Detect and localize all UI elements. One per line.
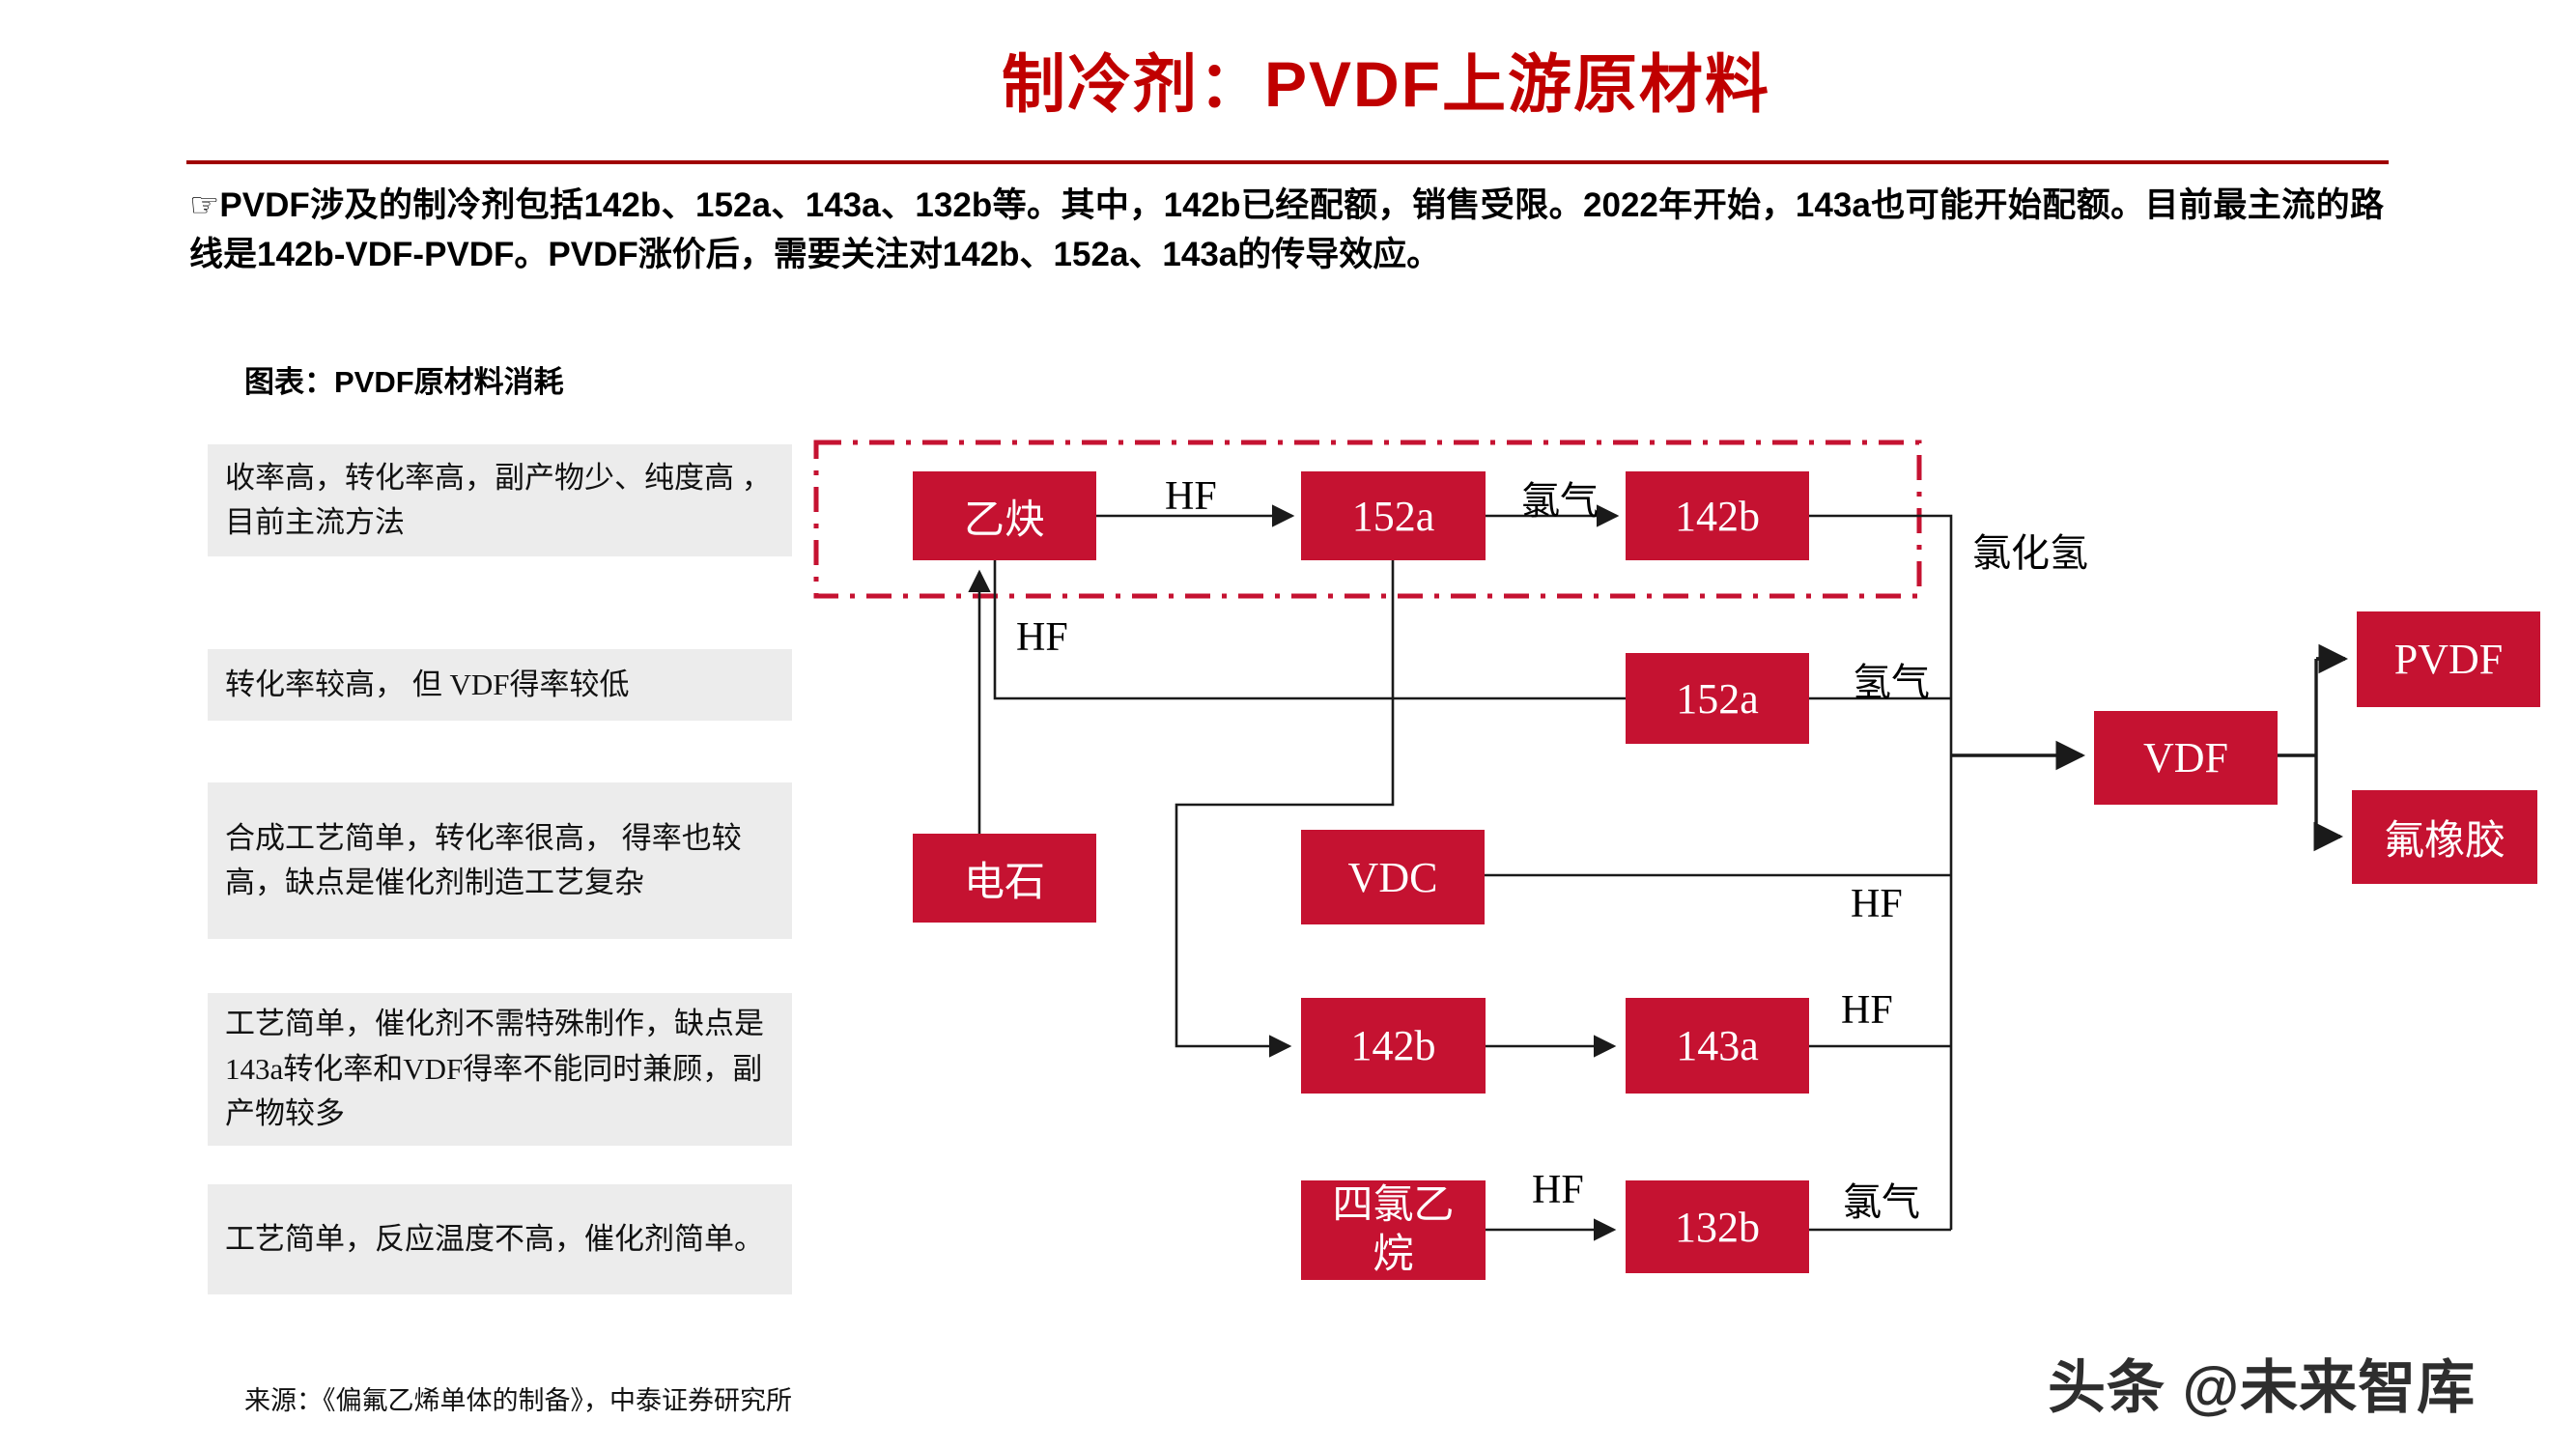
- edge-label-cl2-132b: 氯气: [1843, 1180, 1920, 1224]
- node-142b-top: 142b: [1626, 471, 1809, 560]
- page-title: 制冷剂：PVDF上游原材料: [1001, 48, 1771, 120]
- node-143a: 143a: [1626, 998, 1809, 1094]
- note-synthesis: 合成工艺简单，转化率很高， 得率也较高，缺点是催化剂制造工艺复杂: [208, 782, 792, 939]
- source-citation: 来源：《偏氟乙烯单体的制备》，中泰证券研究所: [244, 1386, 792, 1415]
- edge-label-hf-vdc: HF: [1851, 882, 1903, 926]
- watermark-toutiao: 头条 @未来智库: [2048, 1355, 2477, 1420]
- note-catalyst: 工艺简单，催化剂不需特殊制作，缺点是143a转化率和VDF得率不能同时兼顾，副产…: [208, 993, 792, 1146]
- note-text: 工艺简单，反应温度不高，催化剂简单。: [225, 1221, 764, 1256]
- node-tetrachloroethane: 四氯乙烷: [1301, 1180, 1486, 1280]
- node-142b-lower: 142b: [1301, 998, 1486, 1094]
- edge-label-hf-top: HF: [1165, 474, 1217, 519]
- figure-caption: 图表：PVDF原材料消耗: [244, 365, 564, 399]
- note-text: 收率高，转化率高，副产物少、纯度高 ，目前主流方法: [225, 460, 772, 540]
- edge-label-hcl: 氯化氢: [1972, 531, 2088, 575]
- note-main-route: 收率高，转化率高，副产物少、纯度高 ，目前主流方法: [208, 444, 792, 556]
- node-152a-mid: 152a: [1626, 653, 1809, 744]
- note-text: 转化率较高， 但 VDF得率较低: [225, 667, 630, 701]
- node-vdf: VDF: [2094, 711, 2278, 805]
- node-vdc: VDC: [1301, 830, 1485, 924]
- node-fluororubber: 氟橡胶: [2352, 790, 2537, 884]
- edge-label-cl2-top: 氯气: [1521, 479, 1599, 523]
- intro-paragraph: ☞PVDF涉及的制冷剂包括142b、152a、143a、132b等。其中，142…: [189, 182, 2384, 280]
- node-152a-top: 152a: [1301, 471, 1486, 560]
- note-text: 工艺简单，催化剂不需特殊制作，缺点是143a转化率和VDF得率不能同时兼顾，副产…: [225, 1007, 764, 1131]
- edge-label-hf-143a: HF: [1841, 988, 1893, 1033]
- edge-label-h2: 氢气: [1853, 661, 1930, 704]
- note-conversion: 转化率较高， 但 VDF得率较低: [208, 649, 792, 721]
- edge-label-hf-left: HF: [1016, 615, 1068, 660]
- node-acetylene: 乙炔: [913, 471, 1096, 560]
- title-divider: [186, 160, 2389, 164]
- intro-text: PVDF涉及的制冷剂包括142b、152a、143a、132b等。其中，142b…: [189, 186, 2384, 273]
- edge-label-hf-tetra: HF: [1532, 1168, 1584, 1212]
- note-text: 合成工艺简单，转化率很高， 得率也较高，缺点是催化剂制造工艺复杂: [225, 820, 742, 900]
- node-132b: 132b: [1626, 1180, 1809, 1273]
- node-calcium-carbide: 电石: [913, 834, 1096, 923]
- node-pvdf: PVDF: [2357, 611, 2540, 707]
- note-simple-process: 工艺简单，反应温度不高，催化剂简单。: [208, 1184, 792, 1294]
- pointing-hand-icon: ☞: [189, 186, 220, 224]
